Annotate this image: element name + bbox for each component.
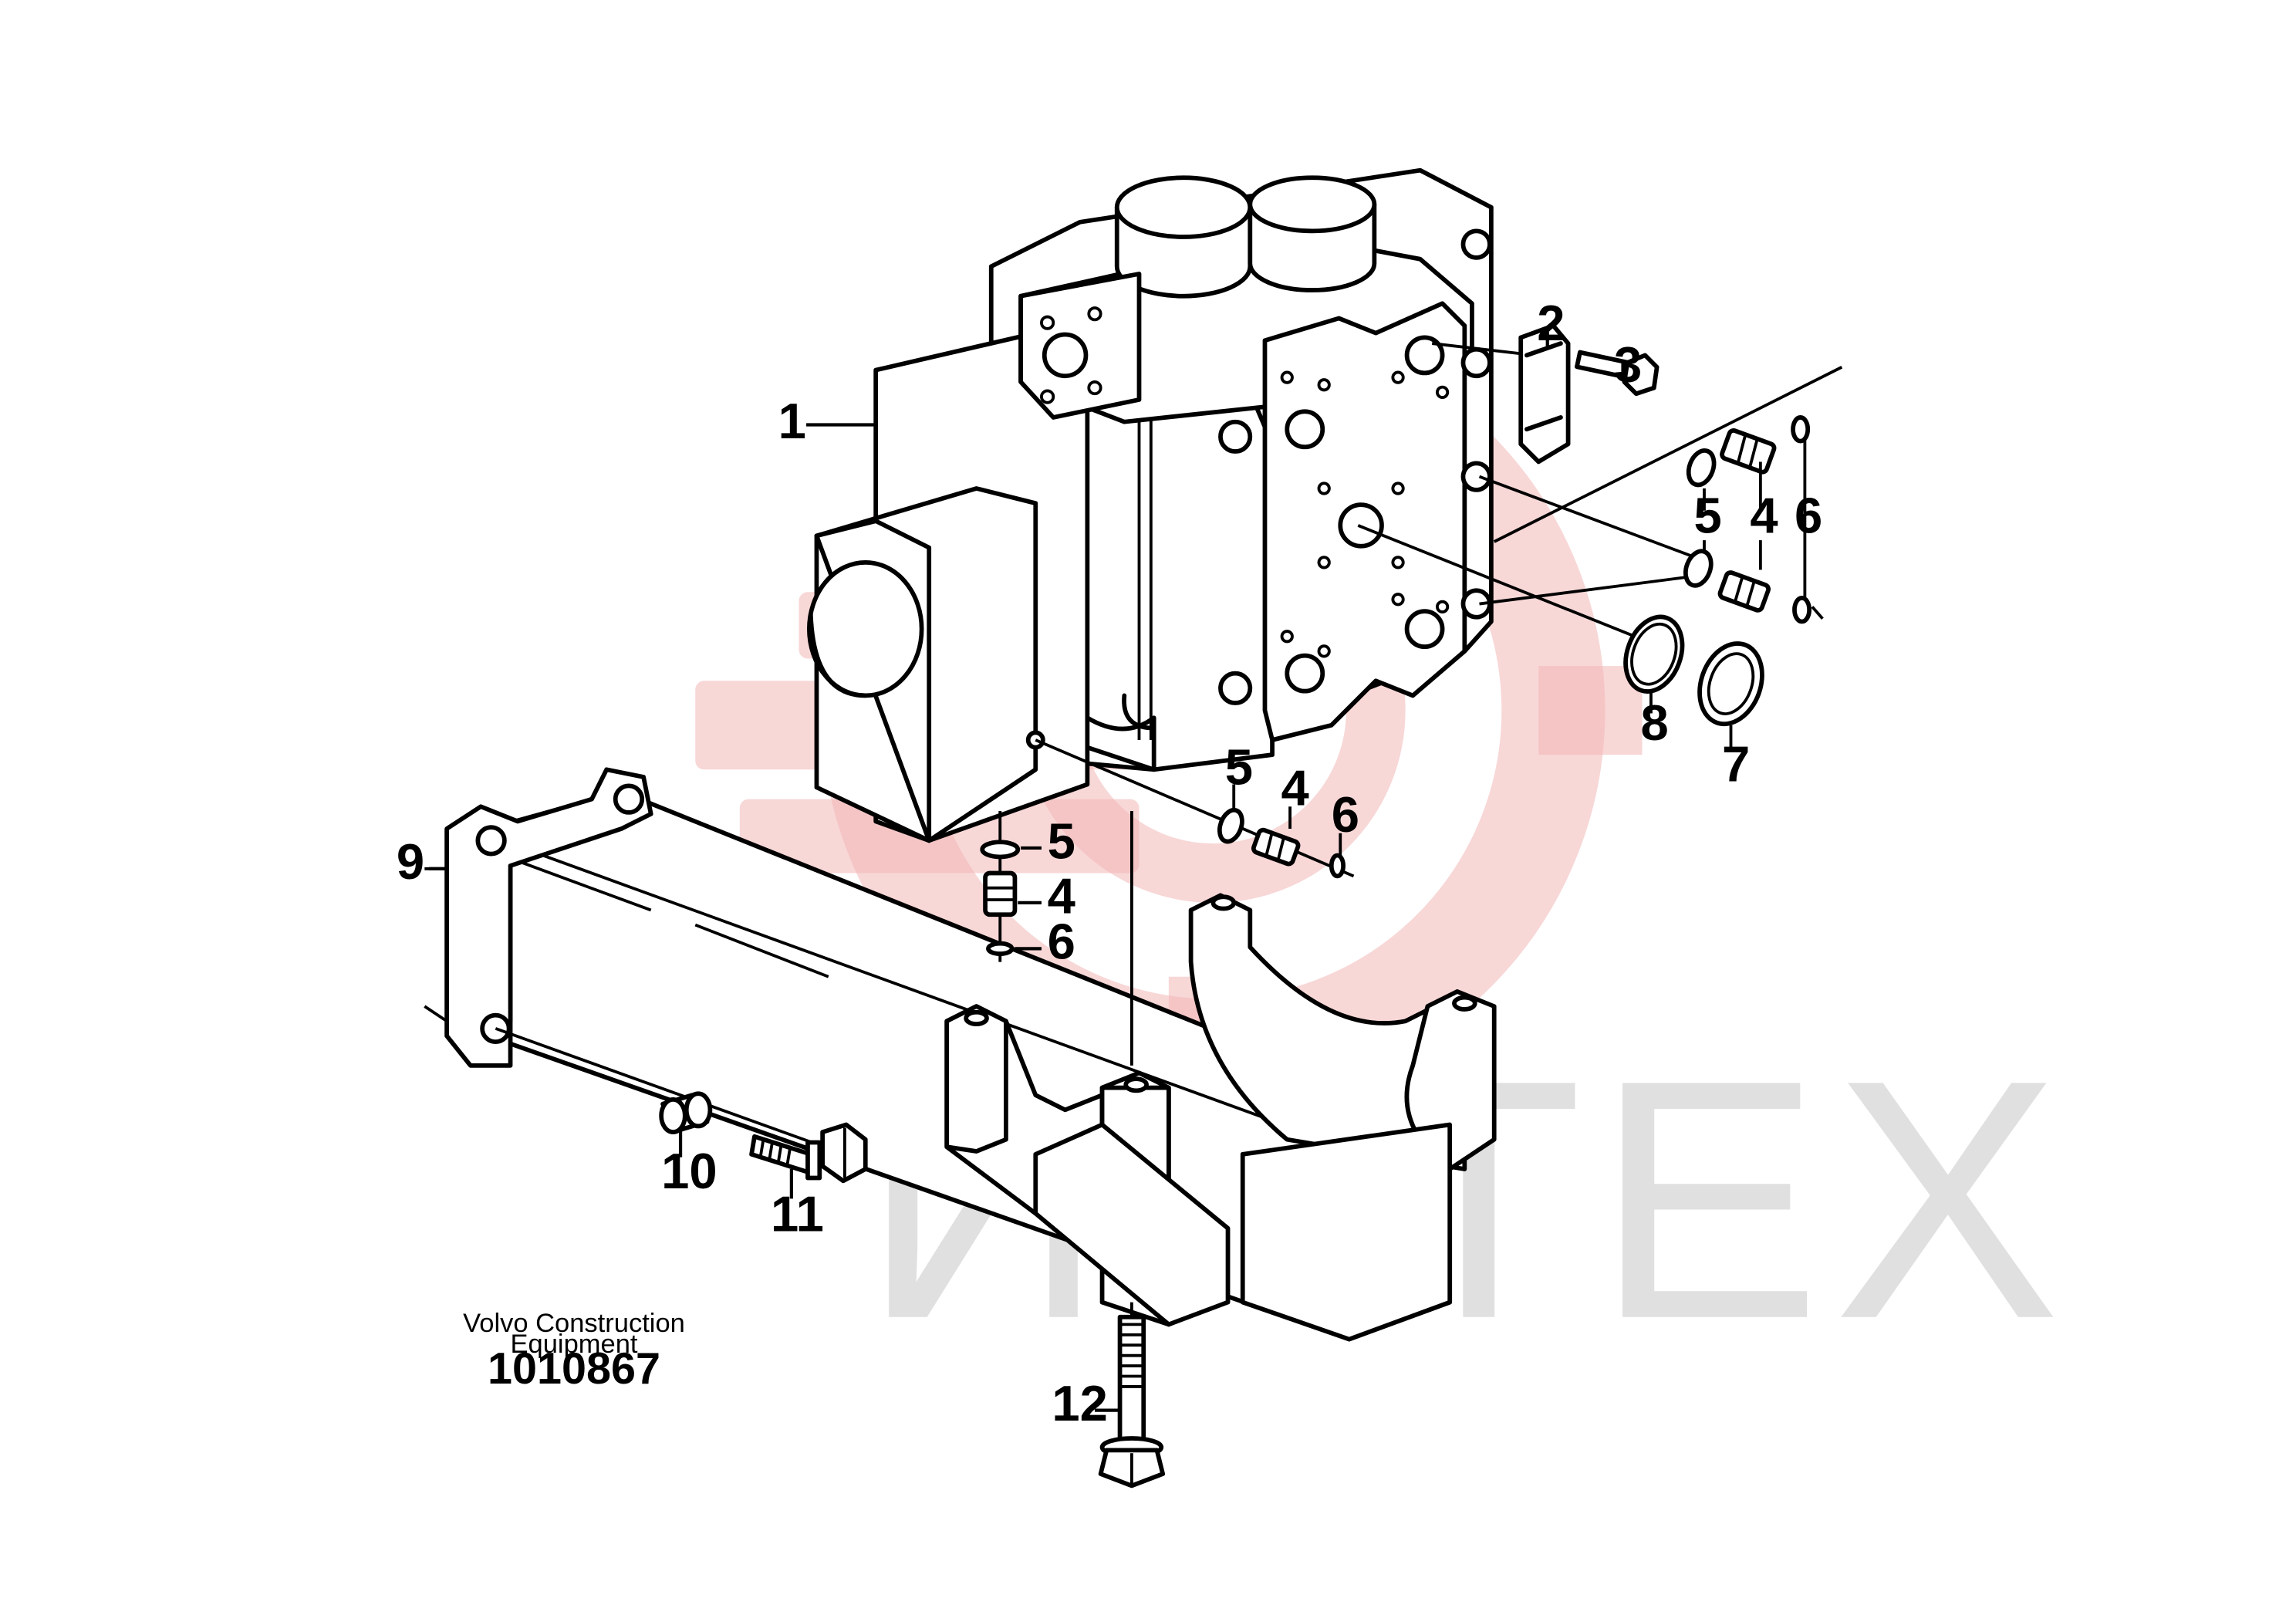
callout-5-middle: 5 bbox=[1225, 738, 1253, 795]
callout-6-vertical: 6 bbox=[1048, 914, 1075, 970]
callouts: 1 2 3 5 4 6 8 7 5 4 6 5 4 6 9 10 11 12 bbox=[397, 295, 1822, 1431]
bushing-and-bolt bbox=[495, 1027, 868, 1184]
callout-4-middle: 4 bbox=[1281, 759, 1309, 816]
caption-line-1: Volvo Construction bbox=[463, 1309, 685, 1338]
callout-10: 10 bbox=[661, 1143, 718, 1199]
callout-4-vertical: 4 bbox=[1048, 867, 1075, 924]
top-cylinder-right bbox=[1248, 175, 1377, 292]
long-bolt bbox=[1098, 811, 1166, 1489]
callout-6-middle: 6 bbox=[1332, 786, 1359, 843]
bushing bbox=[659, 1091, 713, 1134]
callout-2: 2 bbox=[1537, 295, 1565, 351]
callout-5-right: 5 bbox=[1694, 488, 1722, 544]
nipple-lower bbox=[1717, 570, 1771, 613]
callout-9: 9 bbox=[397, 833, 424, 890]
flange-clamp bbox=[1518, 323, 1571, 465]
callout-11: 11 bbox=[771, 1186, 824, 1242]
flange-bolt bbox=[1575, 350, 1660, 397]
hex-bolt bbox=[749, 1122, 868, 1184]
figure-caption: Volvo Construction Equipment 1010867 bbox=[463, 1309, 685, 1394]
callout-7: 7 bbox=[1722, 736, 1750, 792]
nipple-upper bbox=[1720, 428, 1777, 475]
callout-12: 12 bbox=[1052, 1375, 1108, 1431]
fittings-middle bbox=[1035, 738, 1355, 879]
caption-line-2: Equipment bbox=[511, 1330, 638, 1359]
fittings-right bbox=[1357, 323, 1843, 752]
callout-3: 3 bbox=[1614, 336, 1642, 393]
callout-6-right: 6 bbox=[1795, 488, 1822, 544]
callout-8: 8 bbox=[1641, 694, 1669, 751]
valve-front-face bbox=[1262, 301, 1467, 742]
callout-4-right: 4 bbox=[1750, 488, 1778, 544]
caption-number: 1010867 bbox=[488, 1344, 660, 1394]
support-beam bbox=[424, 767, 1497, 1342]
callout-1: 1 bbox=[778, 393, 806, 449]
control-valve-block bbox=[807, 167, 1494, 843]
callout-5-vertical: 5 bbox=[1048, 813, 1075, 869]
leader-lines bbox=[429, 331, 1625, 1412]
fittings-vertical bbox=[980, 811, 1021, 962]
